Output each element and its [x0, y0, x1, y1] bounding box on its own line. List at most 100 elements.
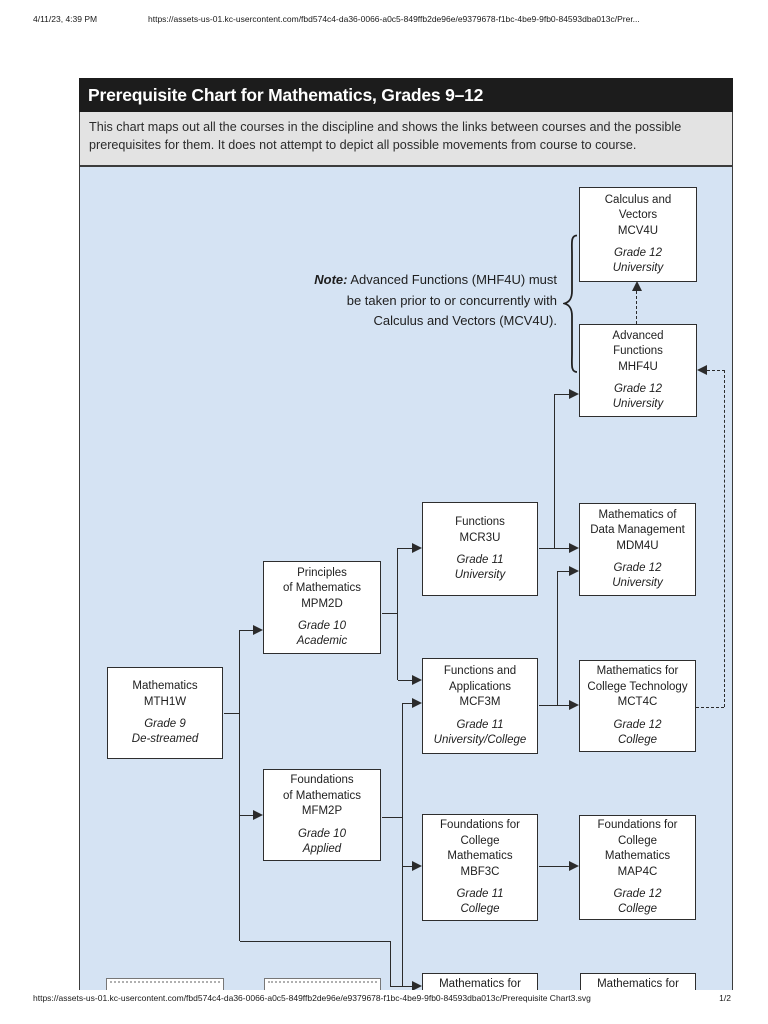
course-box-mdm4u: Mathematics of Data Management MDM4U Gra…	[579, 503, 696, 596]
connector-line	[240, 941, 391, 942]
course-name: Foundations for College Mathematics MBF3…	[440, 819, 520, 878]
course-box-mhf4u: Advanced Functions MHF4U Grade 12 Univer…	[579, 324, 697, 417]
arrowhead-right	[412, 981, 422, 990]
chart-title-bar: Prerequisite Chart for Mathematics, Grad…	[79, 78, 733, 112]
arrowhead-right	[569, 566, 579, 576]
note-line-1: Note: Advanced Functions (MHF4U) must	[314, 272, 557, 287]
cutoff-legend-box-1	[106, 978, 224, 990]
connector-line	[539, 705, 558, 706]
course-box-mfm2p: Foundations of Mathematics MFM2P Grade 1…	[263, 769, 381, 861]
course-grade: Grade 12 College	[613, 888, 662, 915]
course-grade: Grade 12 University	[612, 562, 663, 590]
connector-line	[382, 817, 403, 818]
course-box-cutoff-left: Mathematics for	[422, 973, 538, 990]
arrowhead-right	[253, 625, 263, 635]
arrowhead-up	[632, 281, 642, 291]
connector-line	[555, 548, 570, 549]
note-line-2: be taken prior to or concurrently with	[346, 292, 557, 308]
connector-line	[403, 866, 413, 867]
course-name: Mathematics MTH1W	[132, 680, 198, 708]
course-grade: Grade 11 University	[454, 554, 506, 581]
course-grade: Grade 10 Academic	[296, 620, 348, 648]
arrowhead-right	[412, 543, 422, 553]
course-box-cutoff-right: Mathematics for	[580, 973, 696, 990]
course-name: Calculus and Vectors MCV4U	[604, 193, 672, 237]
connector-line	[558, 571, 570, 572]
connector-line	[390, 986, 413, 987]
note-label: Note:	[314, 272, 348, 287]
connector-line	[539, 548, 555, 549]
print-footer-page-number: 1/2	[719, 993, 731, 1003]
course-box-mcf3m: Functions and Applications MCF3M Grade 1…	[422, 658, 538, 754]
connector-line	[240, 815, 254, 816]
course-name: Foundations for College Mathematics MAP4…	[597, 819, 678, 878]
chart-description-line2: prerequisites for them. It does not atte…	[89, 137, 637, 152]
course-name: Functions and Applications MCF3M	[443, 665, 517, 709]
chart-note: Note: Advanced Functions (MHF4U) must be…	[280, 270, 557, 332]
dashed-connector-line	[636, 291, 637, 324]
chart-description: This chart maps out all the courses in t…	[79, 112, 733, 167]
dashed-connector-line	[707, 370, 725, 371]
course-box-mth1w: Mathematics MTH1W Grade 9 De-streamed	[107, 667, 223, 759]
connector-line	[403, 703, 413, 704]
connector-line	[402, 703, 403, 986]
course-name: Mathematics for	[439, 978, 521, 990]
course-name: Mathematics for College Technology MCT4C	[587, 665, 688, 709]
connector-line	[555, 394, 570, 395]
dashed-connector-line	[724, 370, 725, 707]
connector-line	[398, 548, 413, 549]
arrowhead-right	[412, 698, 422, 708]
connector-line	[398, 680, 413, 681]
connector-line	[558, 705, 570, 706]
connector-line	[554, 394, 555, 548]
connector-line	[557, 571, 558, 705]
course-box-mbf3c: Foundations for College Mathematics MBF3…	[422, 814, 538, 921]
course-name: Mathematics for	[597, 978, 679, 990]
connector-line	[224, 713, 240, 714]
note-line-3: Calculus and Vectors (MCV4U).	[373, 313, 557, 328]
curly-brace	[563, 234, 578, 373]
course-grade: Grade 10 Applied	[298, 827, 346, 855]
print-header-datetime: 4/11/23, 4:39 PM	[33, 14, 98, 24]
course-name: Advanced Functions MHF4U	[612, 329, 664, 373]
course-grade: Grade 12 University	[612, 247, 664, 275]
chart-title: Prerequisite Chart for Mathematics, Grad…	[88, 85, 484, 105]
arrowhead-right	[569, 700, 579, 710]
arrowhead-right	[569, 861, 579, 871]
arrowhead-right	[412, 861, 422, 871]
course-box-mct4c: Mathematics for College Technology MCT4C…	[579, 660, 696, 752]
course-name: Functions MCR3U	[455, 516, 505, 544]
dotted-line	[268, 981, 377, 983]
connector-line	[382, 613, 398, 614]
course-box-mcr3u: Functions MCR3U Grade 11 University	[422, 502, 538, 596]
connector-line	[239, 630, 240, 941]
arrowhead-right	[569, 389, 579, 399]
course-box-mpm2d: Principles of Mathematics MPM2D Grade 10…	[263, 561, 381, 654]
flowchart-area: Note: Advanced Functions (MHF4U) must be…	[79, 167, 733, 990]
course-name: Mathematics of Data Management MDM4U	[590, 508, 685, 552]
course-grade: Grade 9 De-streamed	[131, 718, 199, 745]
connector-line	[240, 630, 254, 631]
connector-line	[390, 941, 391, 986]
print-header-url: https://assets-us-01.kc-usercontent.com/…	[148, 14, 640, 24]
prerequisite-chart: Prerequisite Chart for Mathematics, Grad…	[79, 78, 733, 990]
arrowhead-right	[253, 810, 263, 820]
chart-description-line1: This chart maps out all the courses in t…	[89, 120, 682, 134]
connector-line	[397, 548, 398, 680]
connector-line	[539, 866, 570, 867]
cutoff-legend-box-2	[264, 978, 381, 990]
dashed-connector-line	[696, 707, 724, 708]
print-footer-url: https://assets-us-01.kc-usercontent.com/…	[33, 993, 591, 1003]
course-grade: Grade 12 University	[612, 383, 664, 411]
course-name: Foundations of Mathematics MFM2P	[283, 774, 361, 818]
dotted-line	[110, 981, 220, 983]
arrowhead-right	[412, 675, 422, 685]
arrowhead-right	[569, 543, 579, 553]
course-grade: Grade 11 College	[456, 888, 504, 915]
course-grade: Grade 12 College	[613, 718, 662, 746]
course-box-mcv4u: Calculus and Vectors MCV4U Grade 12 Univ…	[579, 187, 697, 282]
arrowhead-left	[697, 365, 707, 375]
course-name: Principles of Mathematics MPM2D	[283, 566, 361, 610]
course-box-map4c: Foundations for College Mathematics MAP4…	[579, 815, 696, 920]
